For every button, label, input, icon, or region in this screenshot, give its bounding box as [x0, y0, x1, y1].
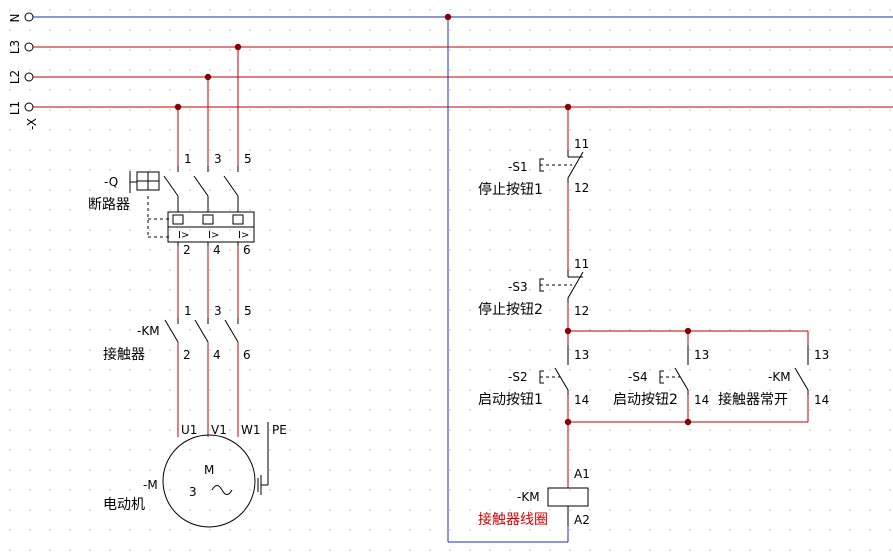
motor-term-v1: V1	[211, 423, 227, 437]
terminal-strip-label: -X	[25, 118, 39, 130]
junction-dot	[684, 418, 692, 426]
junction-dot	[684, 327, 692, 335]
motor-name: 电动机	[103, 497, 145, 513]
trip-symbol: I>	[178, 230, 189, 241]
thermal-element-icon	[202, 214, 214, 225]
breaker-term-2: 2	[183, 243, 191, 257]
contactor-name: 接触器	[103, 346, 145, 363]
start-button-s4: 13 -S4 启动按钮2 14	[613, 345, 709, 408]
rail-label-n: N	[8, 14, 22, 23]
contactor-blade	[194, 319, 209, 343]
motor-pe-label: PE	[272, 423, 287, 437]
bus-rails: N L3 L2 L1 -X	[8, 12, 893, 130]
s1-term-top: 11	[574, 137, 589, 151]
rail-terminal-n	[24, 12, 34, 22]
control-circuit: 11 -S1 停止按钮1 12 11 -S3 停止按钮2 12	[444, 13, 829, 543]
motor-symbol-letter: M	[204, 463, 214, 477]
contactor-term-5: 5	[244, 304, 252, 318]
rail-label-l3: L3	[8, 40, 22, 54]
breaker-term-3: 3	[214, 152, 222, 166]
breaker-blade	[163, 175, 179, 197]
thermal-element-icon	[232, 214, 244, 225]
breaker-name: 断路器	[88, 197, 130, 213]
breaker-term-5: 5	[244, 152, 252, 166]
s1-term-bottom: 12	[574, 181, 589, 195]
km-aux-name: 接触器常开	[718, 391, 788, 408]
s4-tag: -S4	[628, 370, 648, 384]
trip-symbol: I>	[238, 230, 249, 241]
km-aux-term-bottom: 14	[814, 393, 829, 407]
rail-terminal-l3	[24, 42, 34, 52]
s3-contact	[567, 271, 584, 299]
contactor-term-2: 2	[183, 348, 191, 362]
contactor-term-3: 3	[214, 304, 222, 318]
contactor-coil: A1 -KM 接触器线圈 A2	[478, 467, 590, 528]
rail-terminal-l2	[24, 72, 34, 82]
contactor-tag: -KM	[137, 324, 160, 338]
start-button-s2: 13 -S2 启动按钮1 14	[478, 345, 589, 408]
km-aux-term-top: 13	[814, 348, 829, 362]
breaker-term-6: 6	[243, 243, 251, 257]
s2-term-top: 13	[574, 348, 589, 362]
motor-term-w1: W1	[241, 423, 261, 437]
s4-name: 启动按钮2	[613, 392, 678, 408]
s1-contact	[567, 151, 584, 179]
s3-tag: -S3	[508, 280, 528, 294]
breaker-q: 1 3 5	[88, 152, 255, 257]
breaker-term-1: 1	[184, 152, 192, 166]
junction-dot	[564, 327, 572, 335]
s4-contact	[674, 367, 689, 391]
km-aux-contact	[794, 367, 809, 391]
breaker-blade	[223, 175, 239, 197]
junction-dot	[564, 103, 572, 111]
stop-button-s1: 11 -S1 停止按钮1 12	[478, 137, 589, 198]
contactor-term-1: 1	[184, 304, 192, 318]
junction-dot	[234, 43, 242, 51]
s3-term-bottom: 12	[574, 304, 589, 318]
s1-name: 停止按钮1	[478, 181, 543, 198]
breaker-tag: -Q	[104, 175, 118, 189]
contactor-aux-contact: 13 -KM 接触器常开 14	[718, 345, 829, 408]
contactor-main-contacts: 1 3 5 -KM 接触器 2 4 6	[103, 304, 252, 363]
s3-term-top: 11	[574, 257, 589, 271]
motor-tag: -M	[143, 478, 158, 492]
motor-symbol	[162, 434, 256, 528]
s2-name: 启动按钮1	[478, 392, 543, 408]
s3-name: 停止按钮2	[478, 301, 543, 318]
stop-button-s3: 11 -S3 停止按钮2 12	[478, 257, 589, 318]
breaker-term-4: 4	[213, 243, 221, 257]
junction-dot	[204, 73, 212, 81]
thermal-element-icon	[172, 214, 184, 225]
rail-terminal-l1	[24, 102, 34, 112]
s1-tag: -S1	[508, 160, 528, 174]
breaker-blade	[193, 175, 209, 197]
rail-label-l2: L2	[8, 70, 22, 84]
rail-label-l1: L1	[8, 101, 22, 115]
junction-dot	[174, 103, 182, 111]
main-circuit: 1 3 5	[88, 43, 287, 528]
coil-tag: -KM	[517, 490, 540, 504]
coil-term-a1: A1	[574, 467, 590, 481]
contactor-blade	[224, 319, 239, 343]
motor-m: U1 V1 W1 PE M 3 -M 电动机	[103, 422, 287, 528]
motor-term-u1: U1	[181, 423, 197, 437]
s2-contact	[554, 367, 569, 391]
junction-dot	[564, 418, 572, 426]
junction-dot	[444, 13, 452, 21]
coil-term-a2: A2	[574, 513, 590, 527]
contactor-term-6: 6	[243, 348, 251, 362]
ac-wave-icon	[211, 485, 233, 495]
coil-name: 接触器线圈	[478, 511, 548, 528]
contactor-blade	[164, 319, 179, 343]
contactor-term-4: 4	[213, 348, 221, 362]
motor-phases: 3	[189, 485, 197, 499]
km-aux-tag: -KM	[768, 370, 791, 384]
s4-term-bottom: 14	[694, 393, 709, 407]
s4-term-top: 13	[694, 348, 709, 362]
s2-tag: -S2	[508, 370, 528, 384]
trip-symbol: I>	[208, 230, 219, 241]
s2-term-bottom: 14	[574, 393, 589, 407]
